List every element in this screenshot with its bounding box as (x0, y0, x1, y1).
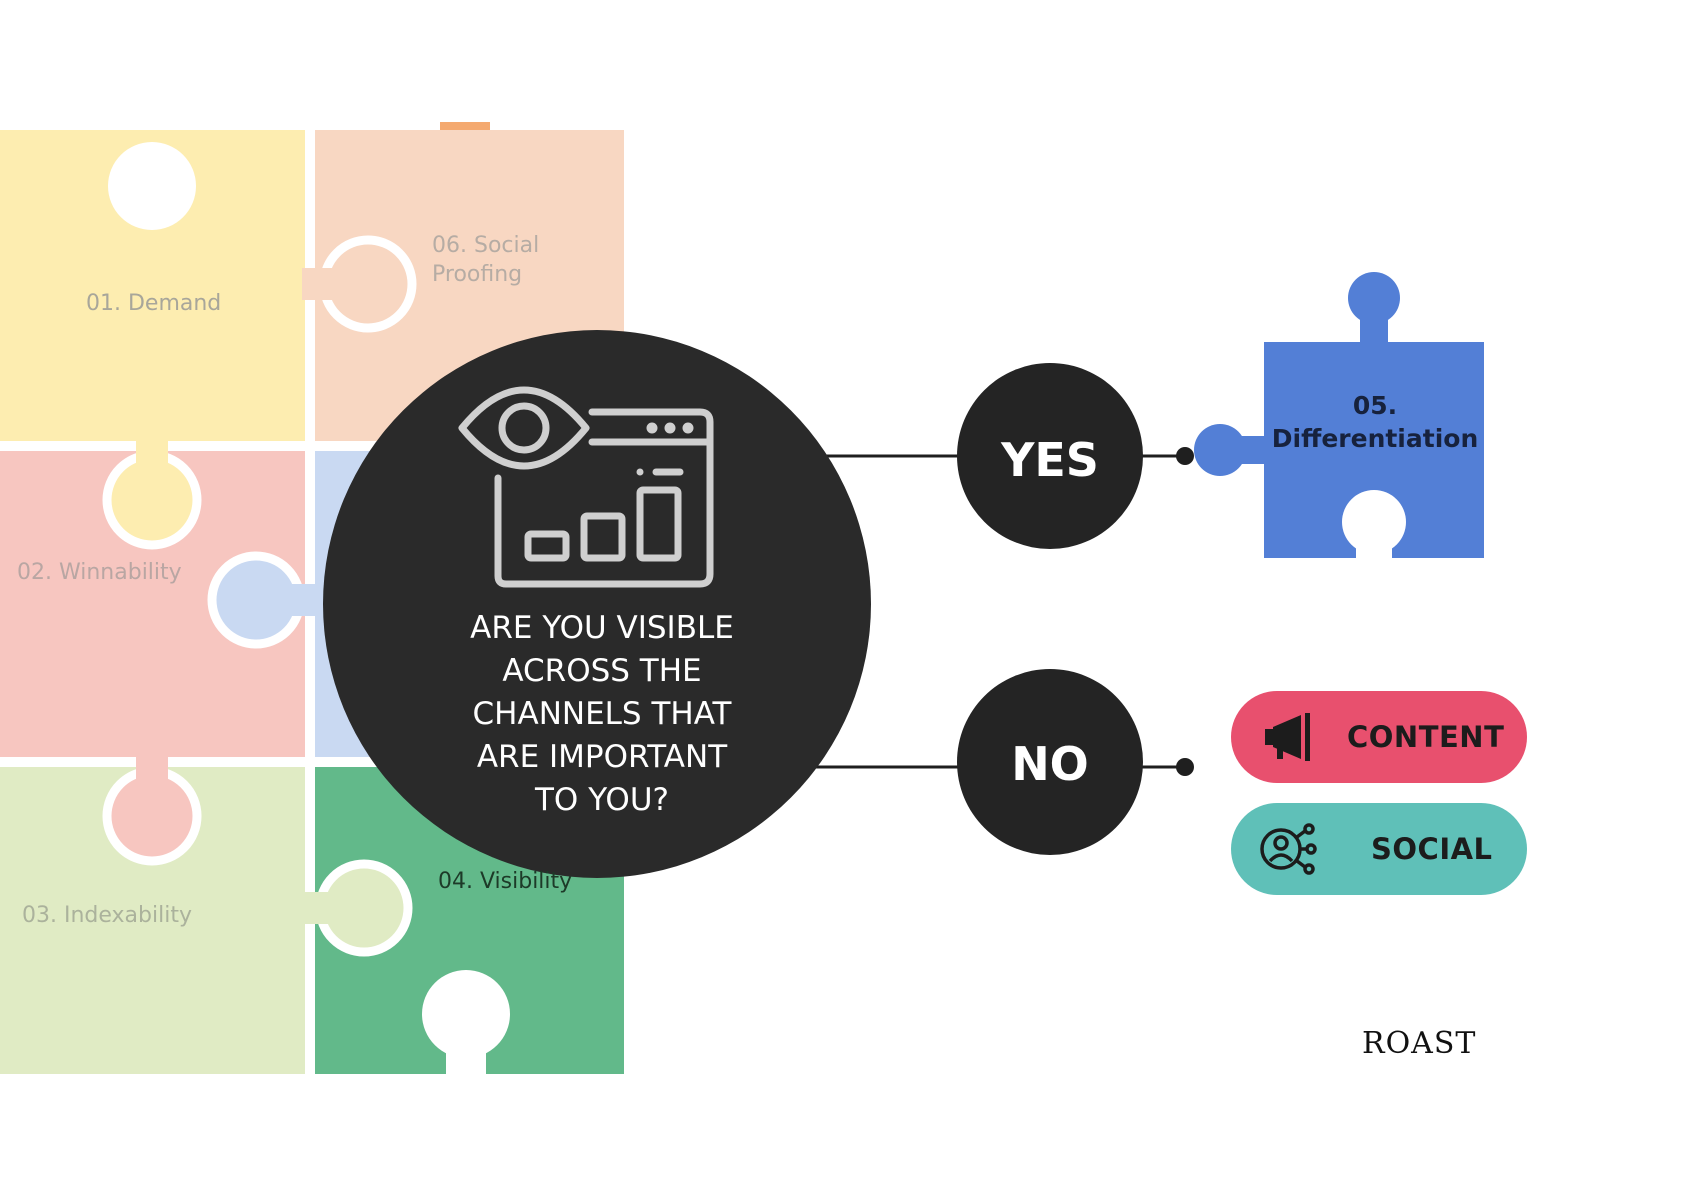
question-line-1: ARE YOU VISIBLE (470, 610, 734, 646)
no-connector-dot (1176, 758, 1194, 776)
question-line-4: ARE IMPORTANT (477, 739, 728, 775)
question-line-3: CHANNELS THAT (473, 696, 733, 732)
question-line-2: ACROSS THE (502, 653, 701, 689)
brand-logo: ROAST (1362, 1026, 1477, 1061)
label-winnability: 02. Winnability (17, 560, 182, 585)
label-differentiation-2: Differentiation (1272, 424, 1479, 453)
label-demand: 01. Demand (86, 291, 221, 316)
no-label: NO (1011, 737, 1089, 791)
question-text: ARE YOU VISIBLE ACROSS THE CHANNELS THAT… (470, 610, 734, 818)
no-node (957, 669, 1143, 855)
question-line-5: TO YOU? (534, 782, 669, 818)
content-pill: CONTENT (1231, 691, 1527, 783)
yes-node (957, 363, 1143, 549)
social-pill: SOCIAL (1231, 803, 1527, 895)
label-visibility: 04. Visibility (438, 869, 572, 894)
social-network-icon (1260, 823, 1317, 875)
label-differentiation-1: 05. (1353, 391, 1397, 420)
knob-top-hole (108, 142, 196, 230)
yes-label: YES (1000, 433, 1099, 487)
yes-connector-dot (1176, 447, 1194, 465)
megaphone-icon (1265, 713, 1310, 761)
question-circle (323, 330, 871, 878)
piece-differentiation (1194, 272, 1484, 560)
label-indexability: 03. Indexability (22, 903, 192, 928)
eye-dashboard-icon (458, 386, 714, 588)
content-label: CONTENT (1347, 720, 1505, 754)
label-social-proofing-1: 06. Social (432, 233, 539, 258)
social-label: SOCIAL (1371, 832, 1493, 866)
label-social-proofing-2: Proofing (432, 262, 522, 287)
